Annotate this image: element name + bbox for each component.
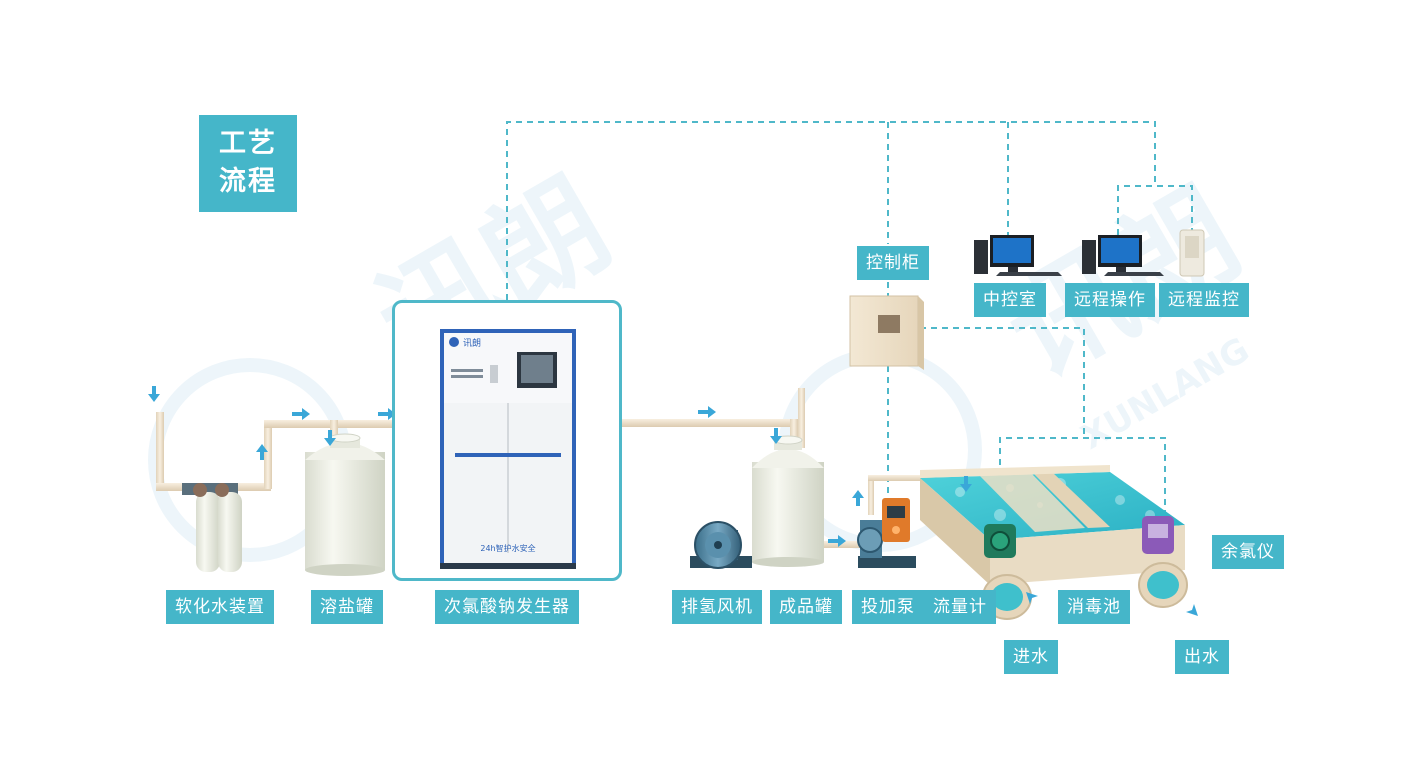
generator-logo-text: 讯朗 xyxy=(463,337,481,349)
hypochlorite-generator: 讯朗 24h智护水安全 xyxy=(440,329,576,569)
label-product-tank: 成品罐 xyxy=(770,590,842,624)
flow-arrow-icon xyxy=(698,406,716,418)
label-salt-tank: 溶盐罐 xyxy=(311,590,383,624)
remote-monitoring-device xyxy=(1179,229,1205,277)
page-title: 工艺 流程 xyxy=(199,115,297,212)
dosing-pump xyxy=(857,498,916,568)
generator-frame: 讯朗 24h智护水安全 xyxy=(392,300,622,581)
flow-arrow-icon xyxy=(324,430,336,446)
flow-arrow-icon xyxy=(852,490,864,506)
label-hydrogen-fan: 排氢风机 xyxy=(672,590,762,624)
flow-arrow-icon xyxy=(1180,598,1198,616)
hydrogen-fan xyxy=(690,521,752,569)
generator-logo-icon xyxy=(449,337,459,347)
label-remote-monitoring: 远程监控 xyxy=(1159,283,1249,317)
flow-arrow-icon xyxy=(960,476,972,492)
title-line-1: 工艺 xyxy=(219,128,277,159)
label-control-cabinet: 控制柜 xyxy=(857,246,929,280)
flow-arrow-icon xyxy=(770,428,782,444)
flow-arrow-icon xyxy=(148,386,160,402)
label-water-out: 出水 xyxy=(1175,640,1229,674)
label-generator: 次氯酸钠发生器 xyxy=(435,590,579,624)
label-water-in: 进水 xyxy=(1004,640,1058,674)
product-tank xyxy=(752,435,824,567)
label-central-control: 中控室 xyxy=(974,283,1046,317)
disinfection-pool xyxy=(920,465,1188,620)
central-control-computer xyxy=(974,235,1062,276)
label-softener: 软化水装置 xyxy=(166,590,274,624)
label-dosing-pump: 投加泵 xyxy=(852,590,924,624)
salt-tank xyxy=(305,433,385,576)
label-disinfection-pool: 消毒池 xyxy=(1058,590,1130,624)
flow-arrow-icon xyxy=(828,535,846,547)
title-line-2: 流程 xyxy=(219,166,277,197)
label-remote-operation: 远程操作 xyxy=(1065,283,1155,317)
label-flow-meter: 流量计 xyxy=(924,590,996,624)
flow-arrow-icon xyxy=(1026,592,1044,610)
label-residual-chlorine: 余氯仪 xyxy=(1212,535,1284,569)
flow-arrow-icon xyxy=(256,444,268,460)
flow-arrow-icon xyxy=(292,408,310,420)
control-cabinet xyxy=(849,295,924,370)
generator-tagline: 24h智护水安全 xyxy=(480,543,535,553)
softener-device xyxy=(182,483,242,572)
control-network-lines xyxy=(506,121,1193,520)
flow-arrow-icon xyxy=(378,408,396,420)
flow-arrows xyxy=(148,386,1198,616)
remote-operation-computer xyxy=(1082,235,1164,276)
